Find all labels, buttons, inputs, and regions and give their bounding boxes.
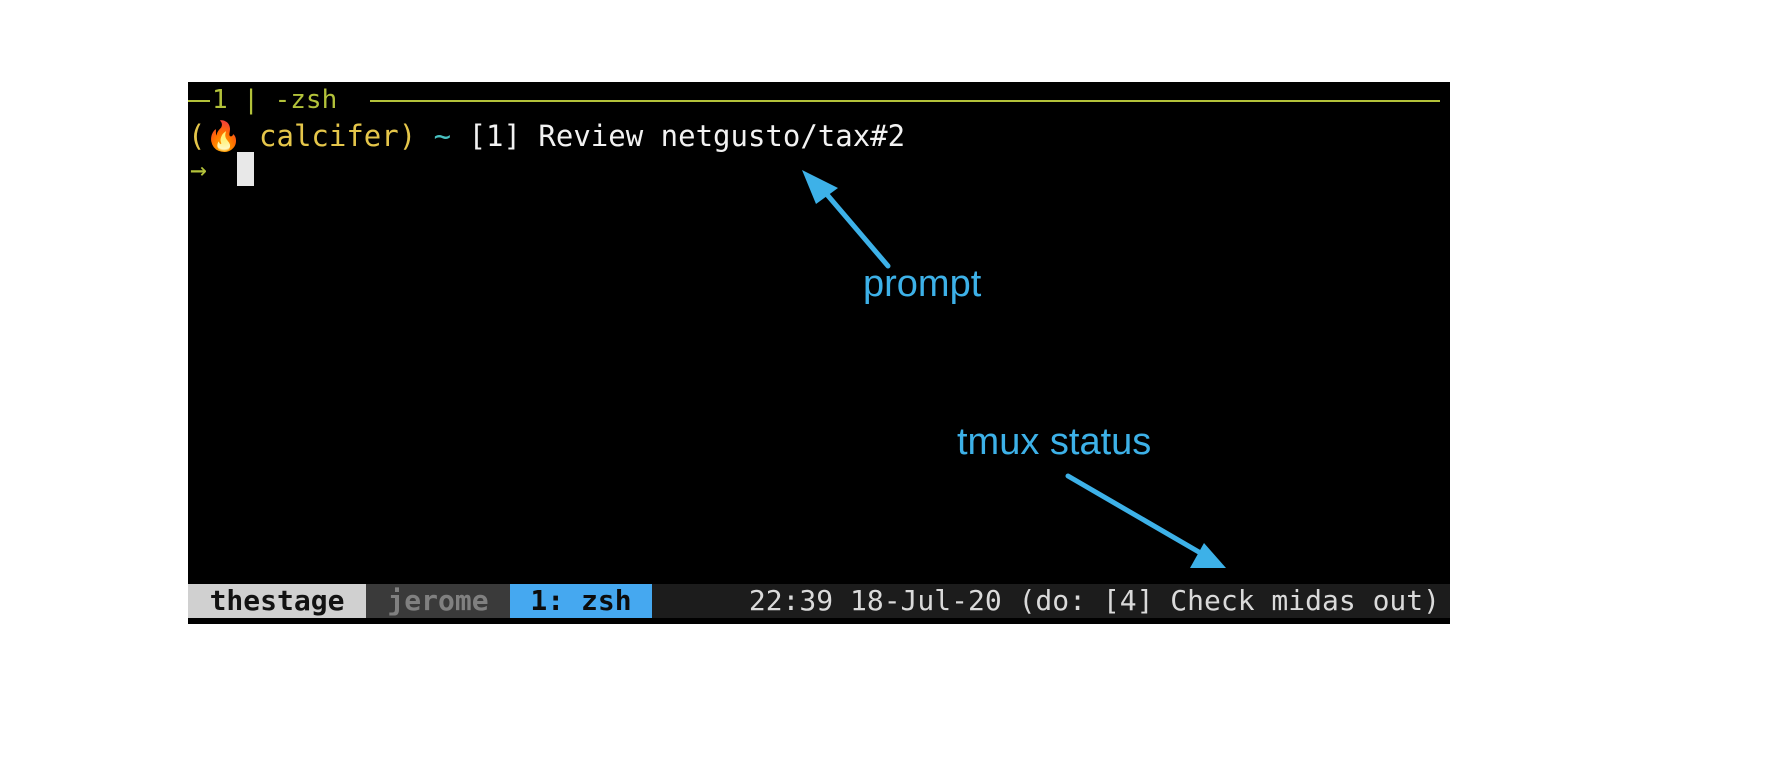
status-session-name[interactable]: thestage (188, 584, 366, 618)
shell-prompt: (🔥 calcifer) ~ [1] Review netgusto/tax#2 (188, 116, 905, 156)
terminal-window[interactable]: 1 | -zsh (🔥 calcifer) ~ [1] Review netgu… (188, 82, 1450, 624)
annotation-tmux-status-label: tmux status (957, 421, 1152, 463)
status-user-name: jerome (366, 584, 510, 618)
prompt-open-paren: ( (188, 119, 206, 153)
prompt-arrow-icon: → (190, 153, 207, 186)
pane-border-rule-left (188, 100, 210, 102)
flame-icon: 🔥 (205, 119, 242, 153)
prompt-hostname: calcifer) (259, 119, 417, 153)
command-input-line[interactable]: → (188, 150, 254, 190)
tmux-pane-border: 1 | -zsh (188, 82, 1450, 118)
text-cursor (236, 152, 254, 186)
pane-border-rule-right (370, 100, 1440, 102)
pane-border-title: 1 | -zsh (212, 85, 338, 115)
prompt-current-task: [1] Review netgusto/tax#2 (468, 119, 906, 153)
status-window-tab-active[interactable]: 1: zsh (510, 584, 652, 618)
tmux-status-bar: thestage jerome 1: zsh 22:39 18-Jul-20 (… (188, 584, 1450, 618)
prompt-current-directory: ~ (433, 119, 452, 153)
status-right-info: 22:39 18-Jul-20 (do: [4] Check midas out… (748, 584, 1440, 617)
annotation-prompt-label: prompt (863, 263, 982, 305)
